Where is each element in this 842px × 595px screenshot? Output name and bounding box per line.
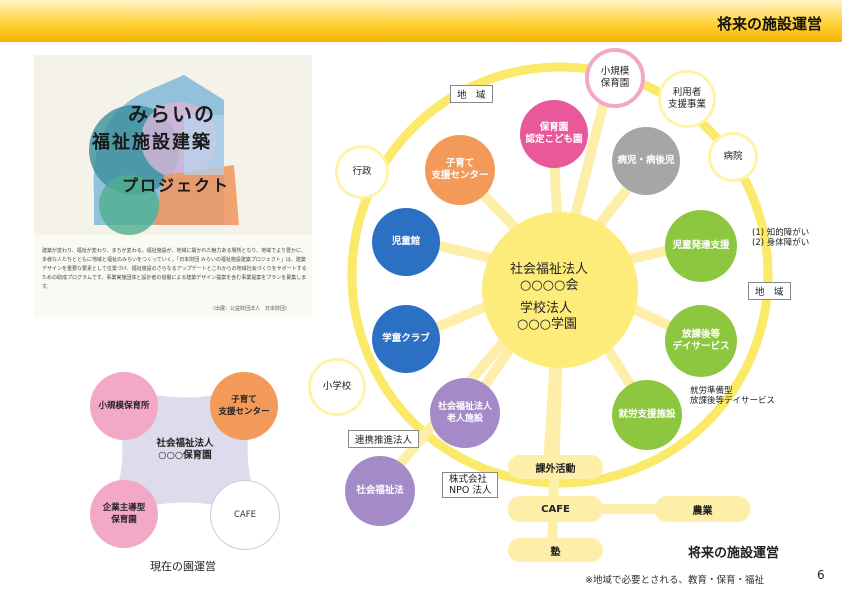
node-sick-child: 病児・病後児 <box>612 127 680 195</box>
node-small-scale-nursery: 小規模 保育園 <box>585 48 645 108</box>
node-jidokan: 児童館 <box>372 208 440 276</box>
pill-agriculture: 農業 <box>655 496 750 522</box>
future-caption: 将来の施設運営 <box>688 546 780 561</box>
node-after-school: 放課後等 デイサービス <box>665 305 737 377</box>
future-center-2: ○○○○会 <box>520 278 579 293</box>
note-disabilities: (1) 知的障がい (2) 身体障がい <box>752 228 810 248</box>
node-social-welfare: 社会福祉法 <box>345 456 415 526</box>
node-childcare-support: 子育て 支援センター <box>425 135 495 205</box>
pill-juku: 塾 <box>508 538 603 562</box>
note-employment: 就労準備型 放課後等デイサービス <box>690 386 776 406</box>
poster-graphic <box>34 55 312 235</box>
outer-user-support: 利用者 支援事業 <box>658 70 716 128</box>
outer-elementary: 小学校 <box>308 358 366 416</box>
node-gakudo: 学童クラブ <box>372 305 440 373</box>
future-center-3: 学校法人 <box>520 301 573 316</box>
pill-cafe: CAFE <box>508 496 603 522</box>
node-employment: 就労支援施設 <box>612 380 682 450</box>
header-banner <box>0 0 842 42</box>
current-corporate-nursery: 企業主導型 保育園 <box>90 480 158 548</box>
label-company: 株式会社 NPO 法人 <box>442 472 499 498</box>
footnote: ※地域で必要とされる、教育・保育・福祉 <box>585 575 764 586</box>
current-cafe: CAFE <box>210 480 280 550</box>
current-center-label: 社会福祉法人 ○○○保育園 <box>156 438 214 461</box>
label-partner: 連携推進法人 <box>348 430 420 448</box>
future-center-4: ○○○学園 <box>517 317 578 332</box>
outer-hospital: 病院 <box>708 132 758 182</box>
pill-extracurricular: 課外活動 <box>508 455 603 479</box>
node-child-dev: 児童発達支援 <box>665 210 737 282</box>
current-childcare-center: 子育て 支援センター <box>210 372 278 440</box>
current-caption: 現在の園運営 <box>150 560 216 573</box>
label-region-right: 地 域 <box>748 282 791 300</box>
page-title: 将来の施設運営 <box>716 15 822 33</box>
label-region-top: 地 域 <box>450 85 493 103</box>
poster-title-1: みらいの <box>128 102 216 126</box>
outer-government: 行政 <box>335 145 389 199</box>
future-center-1: 社会福祉法人 <box>510 262 589 277</box>
poster-title-3: プロジェクト <box>122 176 231 195</box>
current-small-nursery: 小規模保育所 <box>90 372 158 440</box>
cafe-agri-connector <box>600 504 660 514</box>
node-elderly: 社会福祉法人 老人施設 <box>430 378 500 448</box>
node-nursery-kodomoen: 保育園 認定こども園 <box>520 100 588 168</box>
poster-source: （出展：公益財団法人 日本財団） <box>210 306 291 312</box>
poster-description: 建築が変わり、福祉が変わり、まちが変わる。福祉施設が、地域に開かれた魅力ある場所… <box>42 248 307 290</box>
page-number: 6 <box>817 568 825 582</box>
poster-title-2: 福祉施設建築 <box>92 132 212 153</box>
poster-image <box>34 55 312 235</box>
